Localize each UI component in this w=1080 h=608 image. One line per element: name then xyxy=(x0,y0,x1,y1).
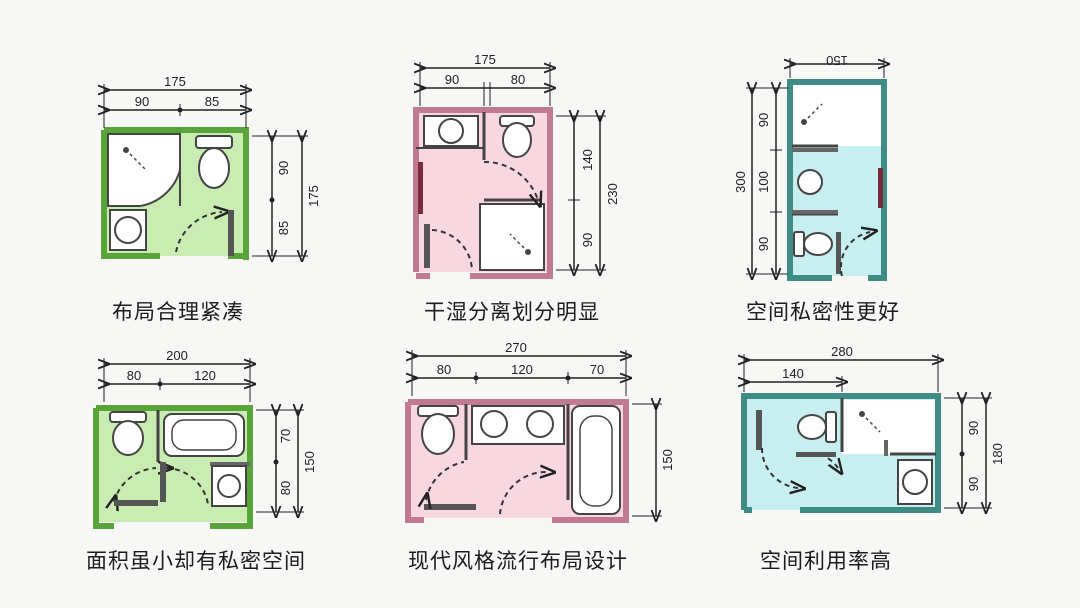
plan-4-dim-top-part-2: 120 xyxy=(194,368,216,383)
plan-5-dim-top-part-2: 120 xyxy=(511,362,533,377)
plan-6-dim-side-part-1: 90 xyxy=(966,421,981,435)
shower-head-icon xyxy=(859,411,865,417)
plan-1-dim-top-part-1: 90 xyxy=(135,94,149,109)
plan-6-walls xyxy=(741,393,941,513)
plan-3: 150 90 100 90 300 xyxy=(733,53,887,281)
plan-4-door-swing-2 xyxy=(166,468,209,505)
plan-6-dim-side-part-2: 90 xyxy=(966,477,981,491)
shower-head-icon xyxy=(801,119,807,125)
plan-4-dim-top-part-1: 80 xyxy=(127,368,141,383)
plan-3-door-shower xyxy=(878,168,883,208)
plan-2-dim-top-total: 175 xyxy=(474,52,496,67)
plan-4-toilet-bowl xyxy=(112,420,144,456)
plan-3-dim-side-part-2: 100 xyxy=(756,171,771,193)
plan-6: 280 140 90 90 180 xyxy=(744,344,1005,510)
plan-5-door-entry xyxy=(424,504,476,510)
plan-1-toilet-tank xyxy=(195,135,233,149)
plan-4-dim-side-part-1: 70 xyxy=(278,429,293,443)
plan-6-door-1 xyxy=(756,410,762,450)
plan-6-toilet-bowl xyxy=(797,414,827,440)
plan-1-toilet-bowl xyxy=(198,147,230,189)
plan-1-door-swing xyxy=(175,212,222,253)
plan-5-caption: 现代风格流行布局设计 xyxy=(408,549,628,573)
shower-head-icon xyxy=(525,249,531,255)
plan-2-walls xyxy=(413,107,553,279)
plan-1-dim-top-total: 175 xyxy=(164,74,186,89)
plan-5-door-swing-1 xyxy=(426,461,465,500)
plan-4-dim-side-total: 150 xyxy=(302,451,317,473)
plan-4-caption: 面积虽小却有私密空间 xyxy=(86,549,306,573)
plan-4-door-swing-1 xyxy=(114,467,157,502)
plan-3-caption: 空间私密性更好 xyxy=(746,300,900,324)
plan-2-shower xyxy=(479,203,545,271)
plan-5-dim-side-total: 150 xyxy=(660,449,675,471)
plan-1-caption: 布局合理紧凑 xyxy=(112,300,244,324)
plan-2-dim-side-part-1: 140 xyxy=(580,149,595,171)
plan-5-dim-top-total: 270 xyxy=(505,340,527,355)
plan-3-dim-side-part-3: 90 xyxy=(756,237,771,251)
plan-3-dim-top-total: 150 xyxy=(826,53,848,68)
plan-1-dim-side-part-1: 90 xyxy=(276,161,291,175)
plan-4-dim-side-part-2: 80 xyxy=(278,481,293,495)
plan-3-dim-side-total: 300 xyxy=(733,171,748,193)
plan-6-dim-top-total: 280 xyxy=(831,344,853,359)
plan-3-basin xyxy=(797,169,823,195)
plan-6-caption: 空间利用率高 xyxy=(760,549,892,573)
plan-5-walls xyxy=(405,399,629,523)
plan-5-dim-top-part-3: 70 xyxy=(590,362,604,377)
plan-3-walls xyxy=(787,79,887,281)
plan-2-door-entry xyxy=(424,224,430,268)
plan-2-caption: 干湿分离划分明显 xyxy=(424,300,600,324)
plan-4-dim-top-total: 200 xyxy=(166,348,188,363)
plan-6-dim-side-total: 180 xyxy=(990,443,1005,465)
plan-5: 270 80 120 70 150 xyxy=(405,340,675,523)
plan-4-door-1 xyxy=(114,500,158,506)
plan-2: 175 90 80 140 90 230 xyxy=(413,52,620,279)
plan-6-dim-top-part-1: 140 xyxy=(782,366,804,381)
plan-4: 200 80 120 70 80 150 xyxy=(93,348,317,529)
plan-1: 175 90 85 90 85 175 xyxy=(104,74,321,260)
plan-3-door-entry xyxy=(836,232,841,274)
plan-2-dim-side-part-2: 90 xyxy=(580,233,595,247)
plan-1-door xyxy=(228,210,234,256)
plan-5-dim-top-part-1: 80 xyxy=(437,362,451,377)
plan-2-dim-side-total: 230 xyxy=(605,183,620,205)
plan-6-door-2 xyxy=(796,452,836,457)
plan-1-dim-side-total: 175 xyxy=(306,185,321,207)
plan-3-toilet-tank xyxy=(793,231,805,257)
plan-1-dim-top-part-2: 85 xyxy=(205,94,219,109)
plan-3-toilet-bowl xyxy=(803,232,833,256)
plan-5-toilet-bowl xyxy=(421,413,455,455)
plan-3-dim-side-part-1: 90 xyxy=(756,113,771,127)
plan-6-toilet-tank xyxy=(825,411,837,443)
plan-2-door-wet xyxy=(418,162,423,214)
shower-head-icon xyxy=(123,147,129,153)
plan-3-door-swing xyxy=(839,232,870,277)
plan-5-basin-1 xyxy=(480,410,508,438)
plan-5-basin-2 xyxy=(526,410,554,438)
plan-6-door-swing-1 xyxy=(760,447,798,488)
plan-2-toilet-bowl xyxy=(502,122,532,158)
plan-2-dim-top-part-2: 80 xyxy=(511,72,525,87)
plan-1-dim-side-part-2: 85 xyxy=(276,221,291,235)
plan-2-dim-top-part-1: 90 xyxy=(445,72,459,87)
plan-4-walls xyxy=(93,405,253,529)
plan-4-door-2 xyxy=(160,462,166,502)
plan-2-door-swing-2 xyxy=(431,229,473,271)
